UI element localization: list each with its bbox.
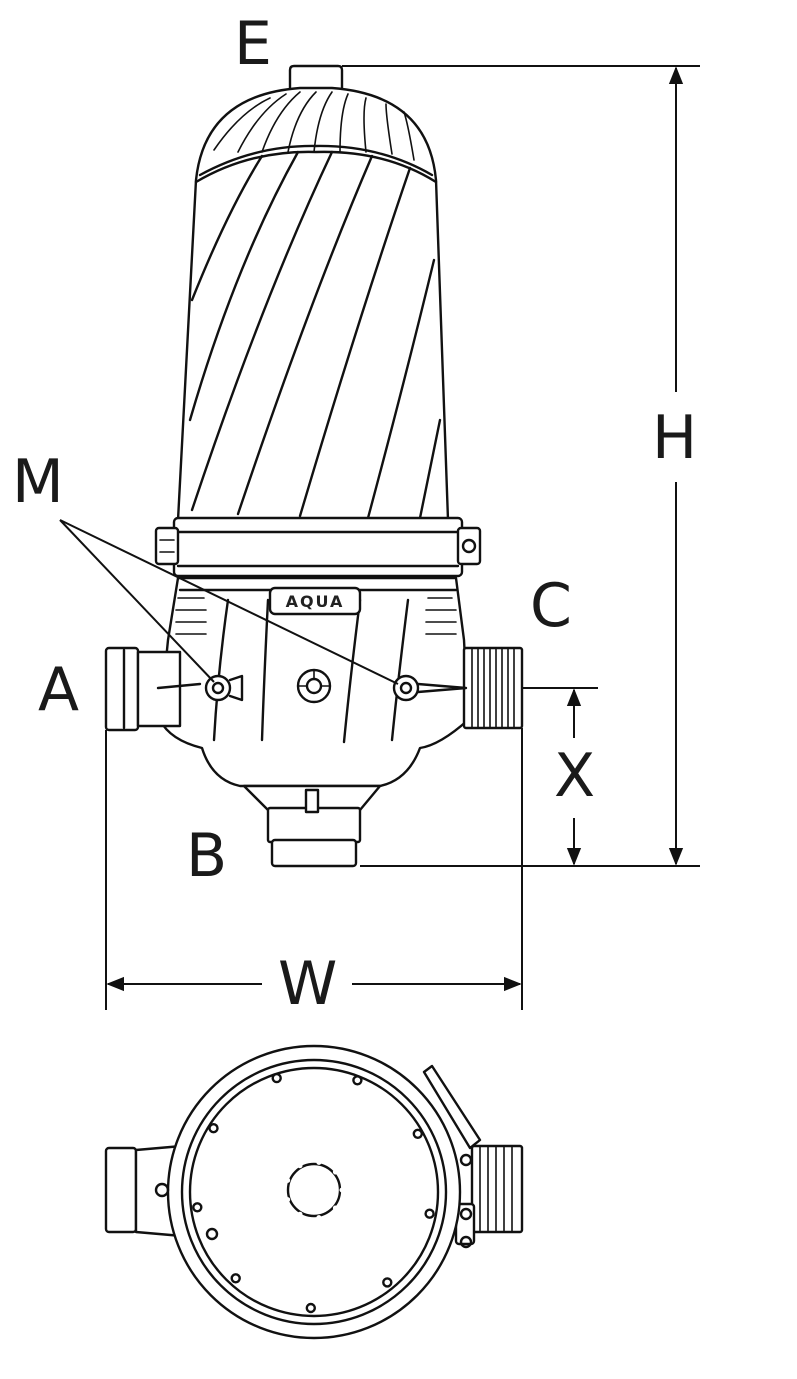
swirl-vane-inner <box>332 1165 433 1217</box>
dimension-w <box>105 728 523 1010</box>
label-w: W <box>278 949 338 1019</box>
filter-body <box>158 576 470 788</box>
swirl-vane-inner <box>316 1125 421 1165</box>
clamp-ring <box>154 516 482 578</box>
outlet-port-c <box>462 646 524 730</box>
swirl-vane-inner <box>339 1187 391 1285</box>
pressure-port-left <box>204 674 244 702</box>
swirl-vane-inner <box>233 1215 322 1281</box>
drain-port-b <box>242 784 382 868</box>
label-c: C <box>530 571 572 641</box>
label-a: A <box>38 655 80 725</box>
swirl-vane-tip <box>271 1072 282 1084</box>
swirl-vane-tip <box>208 1122 219 1134</box>
pressure-port-right <box>392 674 468 702</box>
swirl-vane-tip <box>412 1128 423 1140</box>
swirl-vane-tip <box>352 1075 363 1086</box>
label-x: X <box>554 741 596 811</box>
swirl-vane-inner <box>261 1075 291 1183</box>
swirl-vane-inner <box>194 1204 303 1233</box>
dimension-h <box>342 65 700 867</box>
swirl-vane-inner <box>296 1077 360 1169</box>
m-leader-lines <box>59 519 399 685</box>
swirl-vane-inner <box>211 1125 291 1203</box>
label-b: B <box>186 821 228 891</box>
swirl-vane-tip <box>305 1302 316 1314</box>
top-view <box>104 1044 524 1340</box>
swirl-vane-inner <box>308 1205 348 1311</box>
inlet-port-a <box>104 646 202 732</box>
swirl-vane-tip <box>192 1202 203 1213</box>
label-m: M <box>12 447 64 517</box>
swirl-vanes <box>192 1072 435 1314</box>
label-e: E <box>234 9 272 79</box>
filter-housing <box>176 64 450 522</box>
swirl-vane-tip <box>230 1273 241 1284</box>
swirl-vane-tip <box>382 1277 393 1288</box>
dimension-x <box>522 687 598 866</box>
swirl-vane-tip <box>424 1208 435 1219</box>
label-h: H <box>652 403 698 473</box>
